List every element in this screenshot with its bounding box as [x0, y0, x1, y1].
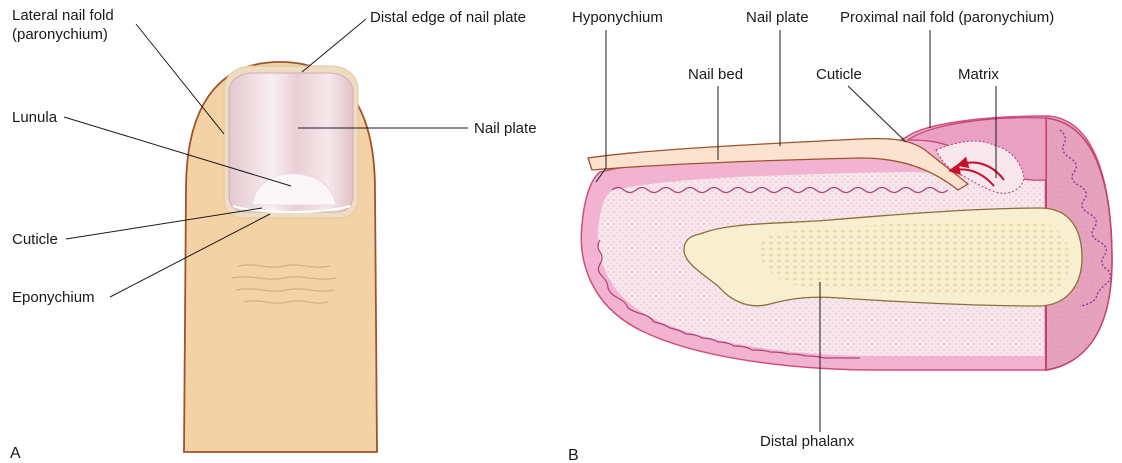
- label-matrix: Matrix: [958, 66, 999, 83]
- label-nail-plate-b: Nail plate: [746, 9, 809, 26]
- panel-a: Lateral nail fold (paronychium) Distal e…: [10, 7, 537, 462]
- leader-distal-edge: [302, 19, 366, 72]
- label-nail-bed: Nail bed: [688, 66, 743, 83]
- label-hyponychium: Hyponychium: [572, 9, 663, 26]
- panel-letter-a: A: [10, 445, 21, 462]
- panel-b: Hyponychium Nail plate Proximal nail fol…: [568, 9, 1112, 463]
- label-proximal-nail-fold: Proximal nail fold (paronychium): [840, 9, 1054, 26]
- label-lateral-nail-fold-line1: Lateral nail fold: [12, 7, 114, 24]
- label-nail-plate-a: Nail plate: [474, 120, 537, 137]
- label-eponychium: Eponychium: [12, 289, 95, 306]
- label-lateral-nail-fold-line2: (paronychium): [12, 26, 108, 43]
- distal-phalanx-texture: [760, 220, 1070, 296]
- label-cuticle-b: Cuticle: [816, 66, 862, 83]
- label-distal-edge: Distal edge of nail plate: [370, 9, 526, 26]
- label-lunula: Lunula: [12, 109, 58, 126]
- leader-lateral-nail-fold: [136, 24, 224, 134]
- leader-cuticle-b: [848, 86, 906, 142]
- label-cuticle-a: Cuticle: [12, 231, 58, 248]
- label-distal-phalanx: Distal phalanx: [760, 433, 855, 450]
- panel-letter-b: B: [568, 447, 579, 463]
